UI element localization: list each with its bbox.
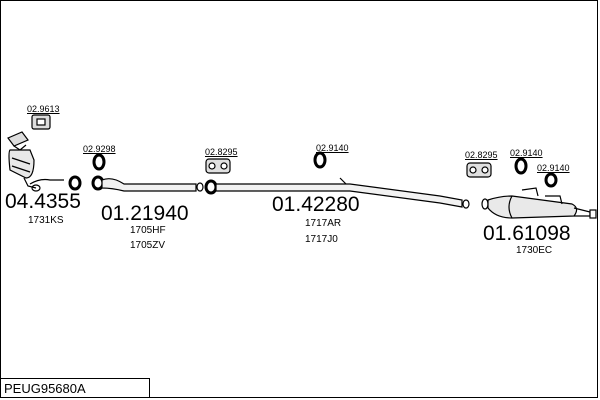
rubber-mount-02-8295-a (205, 158, 231, 174)
pipe-clamp-middle (204, 179, 218, 195)
accessory-label: 02.9298 (83, 144, 116, 154)
part-ref: 1731KS (28, 215, 64, 226)
rear-silencer (481, 187, 597, 219)
clamp-02-9140-b (514, 157, 528, 175)
rubber-mount-02-8295-b (466, 162, 492, 178)
clamp-02-9140-a (313, 151, 327, 169)
part-ref: 1705HF (130, 225, 166, 236)
intermediate-pipe (215, 177, 470, 209)
accessory-label: 02.8295 (465, 150, 498, 160)
gasket-02-9613 (31, 114, 51, 130)
accessory-label: 02.9140 (537, 163, 570, 173)
accessory-label: 02.9140 (510, 148, 543, 158)
part-ref: 1705ZV (130, 240, 166, 251)
part-ref: 1717AR (305, 218, 342, 229)
accessory-label: 02.8295 (205, 147, 238, 157)
clamp-02-9140-c (544, 172, 558, 188)
front-pipe (101, 178, 204, 192)
part-number: 01.61098 (483, 222, 571, 245)
part-number: 01.42280 (272, 193, 360, 216)
vehicle-code: PEUG95680A (4, 381, 86, 396)
vehicle-code-box (0, 378, 150, 398)
accessory-label: 02.9140 (316, 143, 349, 153)
catalytic-converter (7, 131, 64, 192)
part-number: 04.4355 (5, 190, 81, 213)
clamp-02-9298 (92, 153, 106, 171)
pipe-clamp-front (68, 175, 105, 191)
part-ref: 1717J0 (305, 234, 338, 245)
accessory-label: 02.9613 (27, 104, 60, 114)
part-number: 01.21940 (101, 202, 189, 225)
part-ref: 1730EC (516, 245, 553, 256)
